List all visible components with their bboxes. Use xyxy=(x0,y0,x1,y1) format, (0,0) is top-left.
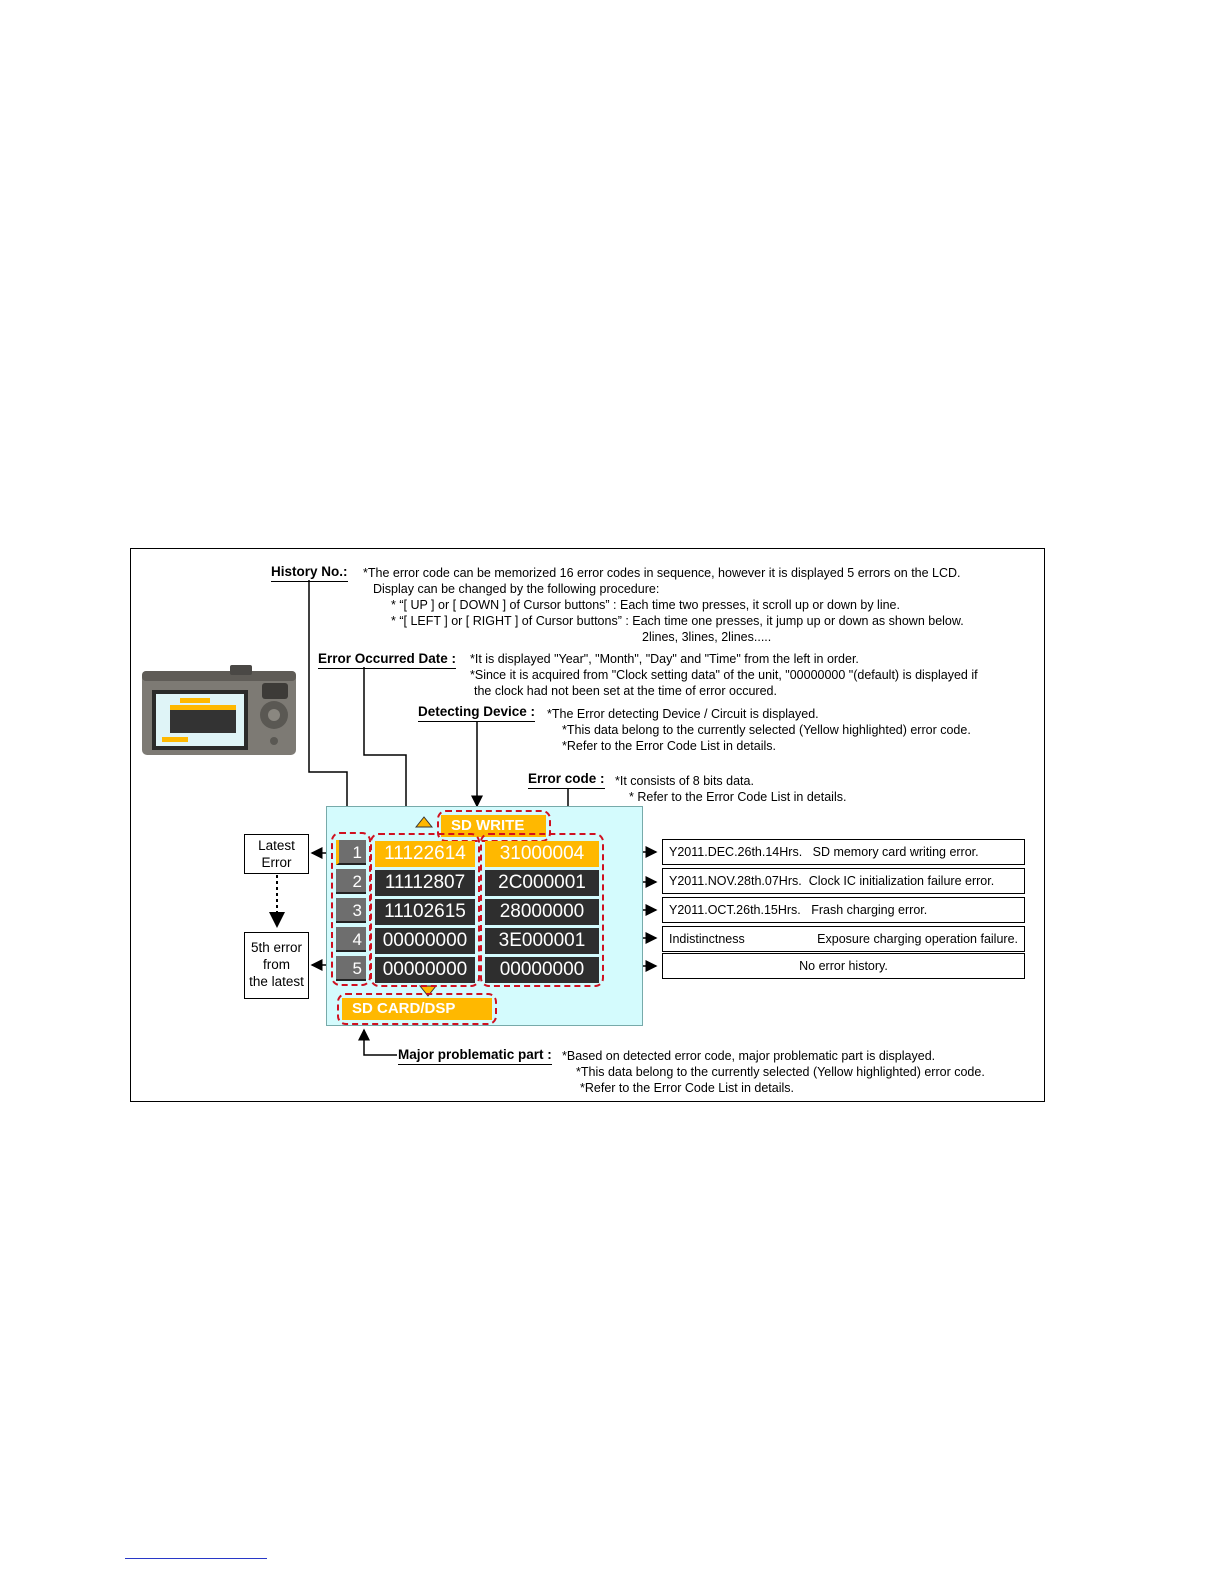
error-date-note-1: *It is displayed "Year", "Month", "Day" … xyxy=(470,652,859,666)
history-no-note-2: Display can be changed by the following … xyxy=(373,582,660,596)
description-row-1: Y2011.DEC.26th.14Hrs. SD memory card wri… xyxy=(662,839,1025,865)
history-row-3: 3 xyxy=(336,898,366,923)
detecting-device-note-2: *This data belong to the currently selec… xyxy=(562,723,971,737)
history-row-1: 1 xyxy=(336,840,366,865)
description-row-2: Y2011.NOV.28th.07Hrs. Clock IC initializ… xyxy=(662,868,1025,894)
detecting-device-note-1: *The Error detecting Device / Circuit is… xyxy=(547,707,819,721)
footnote-separator xyxy=(125,1558,267,1559)
major-part-note-1: *Based on detected error code, major pro… xyxy=(562,1049,936,1063)
history-no-note-4: * “[ LEFT ] or [ RIGHT ] of Cursor butto… xyxy=(391,614,964,628)
error-code-note-1: *It consists of 8 bits data. xyxy=(615,774,754,788)
description-row-4: Indistinctness Exposure charging operati… xyxy=(662,926,1025,952)
code-column-outline xyxy=(480,833,604,987)
date-cell-2: 11112807 xyxy=(375,870,475,896)
part-label-outline xyxy=(337,993,497,1025)
code-cell-5: 00000000 xyxy=(485,957,599,983)
detecting-device-note-3: *Refer to the Error Code List in details… xyxy=(562,739,776,753)
code-cell-4: 3E000001 xyxy=(485,928,599,954)
detecting-device-title: Detecting Device : xyxy=(418,704,536,722)
history-row-4: 4 xyxy=(336,927,366,952)
error-date-title: Error Occurred Date : xyxy=(318,651,457,669)
error-code-note-2: * Refer to the Error Code List in detail… xyxy=(629,790,847,804)
date-cell-3: 11102615 xyxy=(375,899,475,925)
history-no-note-3: * “[ UP ] or [ DOWN ] of Cursor buttons”… xyxy=(391,598,900,612)
major-part-note-2: *This data belong to the currently selec… xyxy=(576,1065,985,1079)
major-part-note-3: *Refer to the Error Code List in details… xyxy=(580,1081,794,1095)
date-cell-5: 00000000 xyxy=(375,957,475,983)
history-no-note-5: 2lines, 3lines, 2lines..... xyxy=(642,630,772,644)
scroll-up-icon xyxy=(415,816,433,828)
history-row-2: 2 xyxy=(336,869,366,894)
description-row-3: Y2011.OCT.26th.15Hrs. Frash charging err… xyxy=(662,897,1025,923)
part-label: SD CARD/DSP xyxy=(342,998,492,1020)
history-column-outline xyxy=(331,832,371,986)
history-no-leader xyxy=(308,580,353,834)
major-part-leader xyxy=(358,1028,397,1056)
error-date-note-3: the clock had not been set at the time o… xyxy=(474,684,777,698)
description-row-5: No error history. xyxy=(662,953,1025,979)
diagram-frame xyxy=(130,548,1045,1102)
code-cell-2: 2C000001 xyxy=(485,870,599,896)
error-code-title: Error code : xyxy=(528,771,605,789)
code-cell-1: 31000004 xyxy=(485,841,599,867)
history-no-title: History No.: xyxy=(271,564,348,582)
date-cell-1: 11122614 xyxy=(375,841,475,867)
device-label: SD WRITE xyxy=(441,815,546,837)
major-part-title: Major problematic part : xyxy=(398,1047,552,1065)
latest-error-label: Latest Error xyxy=(244,834,309,874)
error-date-note-2: *Since it is acquired from "Clock settin… xyxy=(470,668,978,682)
history-row-5: 5 xyxy=(336,956,366,981)
code-cell-3: 28000000 xyxy=(485,899,599,925)
fifth-error-label: 5th error from the latest xyxy=(244,932,309,999)
error-date-leader xyxy=(363,667,412,834)
camera-photo xyxy=(142,665,296,755)
date-cell-4: 00000000 xyxy=(375,928,475,954)
history-no-note-1: *The error code can be memorized 16 erro… xyxy=(363,566,961,580)
date-column-outline xyxy=(370,833,480,987)
